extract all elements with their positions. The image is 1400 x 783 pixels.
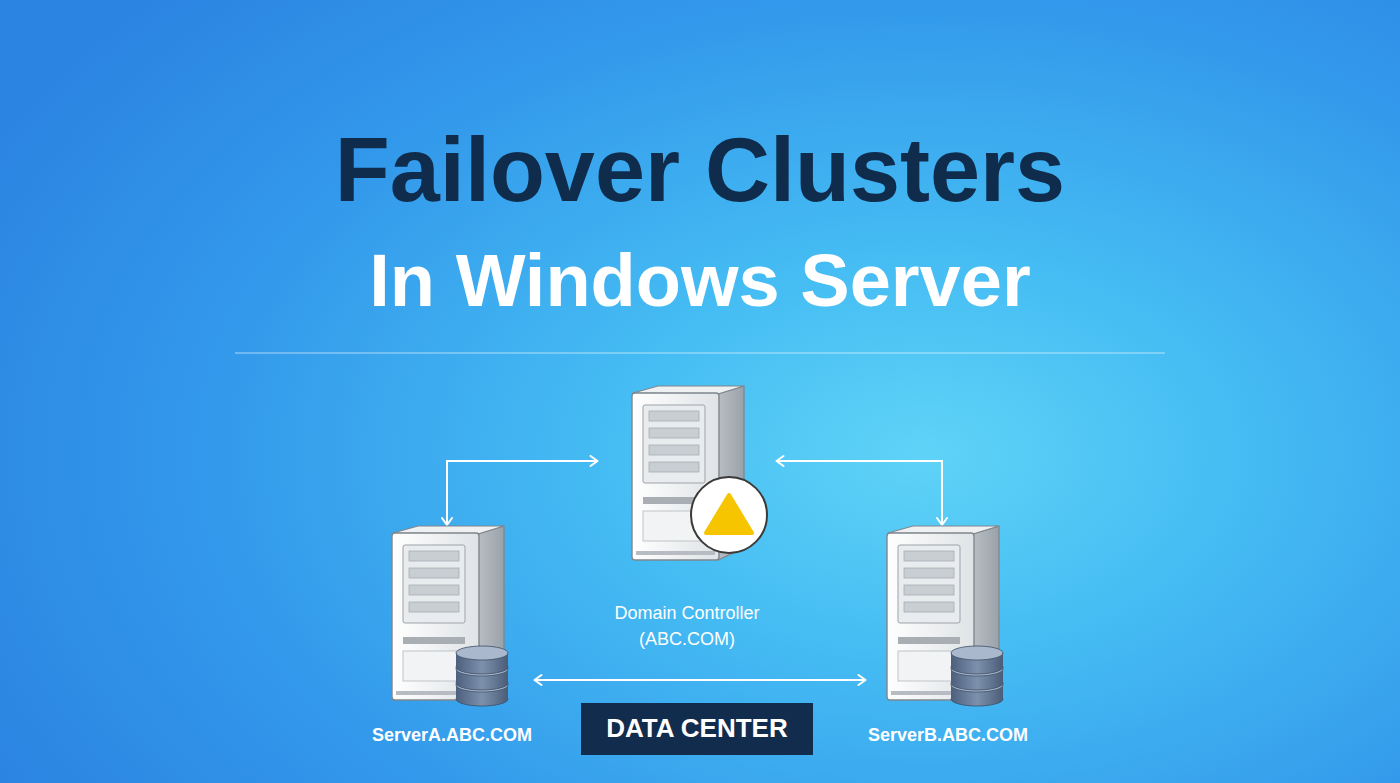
box-label: DATA CENTER [606, 712, 788, 746]
server-illustration [390, 525, 515, 710]
database-icon [456, 646, 508, 706]
connector-arrow [777, 461, 943, 525]
subtitle: In Windows Server [0, 244, 1400, 318]
data-center-box: DATA CENTER [581, 703, 813, 755]
server-node: ServerA.ABC.COM [370, 525, 535, 748]
database-icon [951, 646, 1003, 706]
server-label: ServerA.ABC.COM [370, 722, 535, 748]
server-illustration [885, 525, 1010, 710]
warning-badge [691, 477, 767, 553]
server-node: ServerB.ABC.COM [866, 525, 1031, 748]
connector-arrow [447, 461, 598, 525]
domain-controller: Domain Controller (ABC.COM) [598, 385, 777, 652]
server-label: ServerB.ABC.COM [866, 722, 1031, 748]
divider-line [235, 353, 1165, 354]
connector-arrow [535, 679, 866, 681]
title: Failover Clusters [0, 125, 1400, 215]
server-illustration [630, 385, 770, 570]
server-label: Domain Controller (ABC.COM) [598, 600, 777, 652]
